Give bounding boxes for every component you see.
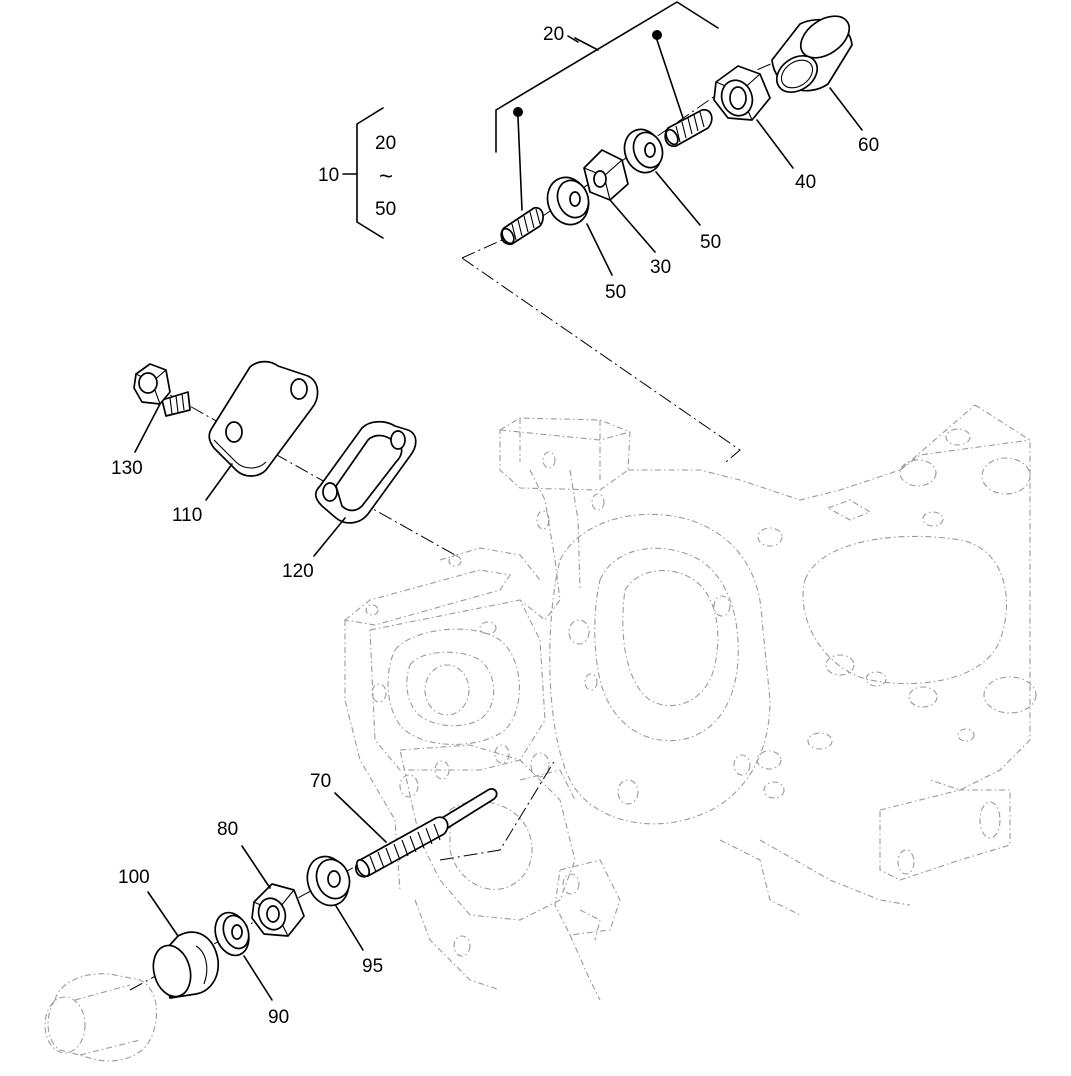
callout-label-80: 80 [217,819,238,840]
washer-part-50-lower [546,176,590,226]
hex-nut-part-30 [583,149,629,201]
callout-label-95: 95 [362,956,383,977]
callouts-middle: 130 110 120 [111,403,346,582]
cap-part-100 [152,931,219,999]
washer-part-50-upper [623,128,664,174]
set-screw-part-20-upper [664,109,713,147]
callout-label-50-upper: 50 [700,232,721,253]
callout-label-110: 110 [172,505,202,526]
group-range-from: 20 [375,133,396,154]
bolt-part-130 [133,363,191,417]
set-screw-part-20-lower [500,207,544,245]
group-id-label: 10 [318,165,339,186]
callouts-bottom: 70 80 90 95 100 [118,771,387,1028]
callout-label-20: 20 [543,24,564,45]
callout-label-40: 40 [795,172,816,193]
callout-label-60: 60 [858,135,879,156]
callout-label-70: 70 [310,771,331,792]
callouts-top: 20 30 40 50 50 60 [543,24,879,303]
cover-plate-part-110 [208,360,319,477]
callout-label-30: 30 [650,257,671,278]
group-bracket-10: 10 20 ~ 50 [318,107,396,239]
washer-part-90 [214,911,250,957]
assembly-centerlines [129,59,781,991]
washer-part-95 [306,855,351,907]
kit-bracket-20 [495,1,719,211]
adjust-screw-part-70 [355,788,498,878]
callout-label-50-lower: 50 [605,282,626,303]
group-range-to: 50 [375,199,396,220]
callout-label-90: 90 [268,1007,289,1028]
callout-label-120: 120 [282,561,314,582]
callout-label-130: 130 [111,458,143,479]
callout-label-100: 100 [118,867,150,888]
bushing-part-60 [771,15,853,94]
group-range-symbol: ~ [379,163,393,190]
gasket-part-120 [314,420,417,524]
cap-nut-part-40 [713,65,771,121]
hex-nut-part-80 [251,883,305,937]
